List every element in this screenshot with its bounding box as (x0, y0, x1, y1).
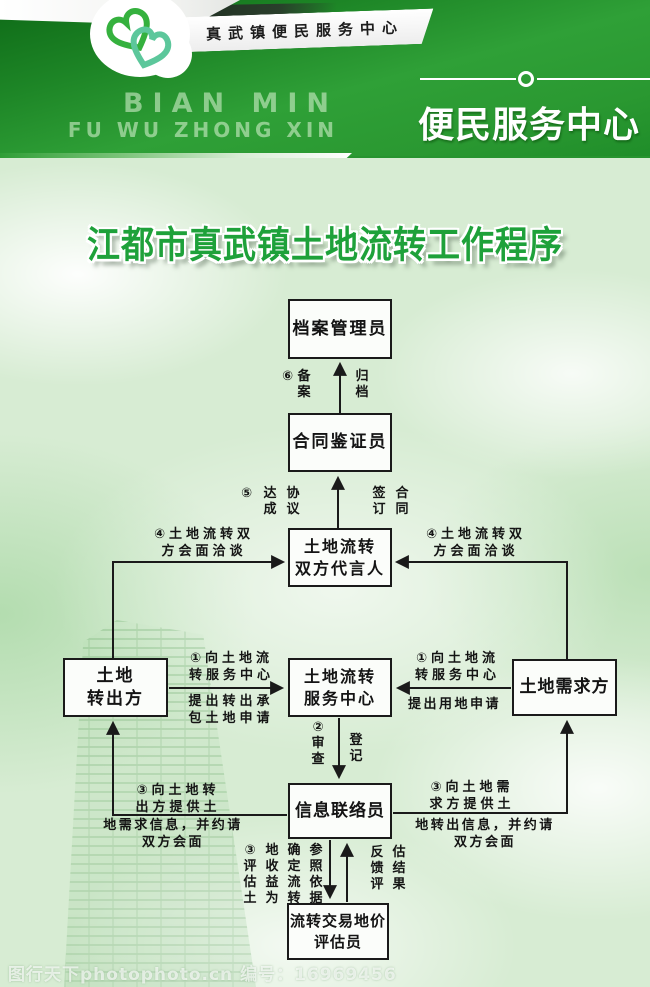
label-step1-left-top: ①向土地流 转服务中心 (184, 651, 279, 685)
step4-right-line1: ④土地流转双 (425, 527, 526, 542)
box-service-center-line2: 服务中心 (303, 688, 376, 708)
label-step2-review-register: ②审查 登记 (310, 720, 364, 768)
decorative-line-right (537, 78, 650, 80)
center-name: 便民服务中心 (418, 105, 641, 146)
step3-right-bottom2: 双方会面 (453, 834, 516, 850)
step5-contract-text: 合同 (395, 486, 409, 517)
box-spokesman-line2: 双方代言人 (294, 558, 385, 578)
step3-left-top2: 出方提供土 (135, 799, 221, 815)
box-transfer-out-party: 土地 转出方 (63, 658, 168, 717)
box-contract-notary: 合同鉴证员 (288, 413, 392, 472)
step3-right-top1: ③向土地需 (430, 780, 514, 795)
ring-decoration-icon (518, 71, 534, 87)
step5-agreement-text: 协议 (286, 486, 300, 517)
label-step1-right-top: ①向土地流 转服务中心 (410, 651, 505, 685)
pinyin-block: BIAN MIN FU WU ZHONG XIN (42, 90, 338, 140)
box-transfer-out-line2: 转出方 (87, 688, 144, 709)
box-service-center: 土地流转 服务中心 (288, 658, 392, 717)
step1-right-top1: ①向土地流 (415, 651, 499, 666)
step4-left-line2: 方会面洽谈 (161, 543, 247, 559)
label-step3-right-bottom: 地转出信息，并约请 双方会面 (404, 818, 566, 852)
step1-right-bottom1: 提出用地申请 (407, 697, 501, 712)
label-step3-left-top: ③向土地转 出方提供土 (122, 783, 234, 817)
box-spokesman-line1: 土地流转 (303, 536, 376, 556)
box-liaison-label: 信息联络员 (295, 800, 385, 821)
eval-col3: 确定流转 (287, 843, 301, 906)
box-archive-label: 档案管理员 (292, 318, 388, 339)
step1-left-top1: ①向土地流 (189, 651, 273, 666)
label-step1-right-bottom: 提出用地申请 (402, 697, 507, 714)
label-step5-agreement: ⑤ 达成 协议 (241, 486, 301, 518)
step6-archive-text: 归档 (355, 369, 369, 400)
label-step3-left-bottom: 地需求信息，并约请 双方会面 (92, 818, 254, 852)
step6-number: ⑥ (282, 369, 294, 384)
step3-left-bottom1: 地需求信息，并约请 (103, 818, 243, 833)
box-appraiser: 流转交易地价 评估员 (287, 903, 389, 960)
step1-left-bottom1: 提出转出承 (188, 694, 274, 709)
banner-title: 真武镇便民服务中心 (205, 18, 405, 44)
double-heart-logo-icon (88, 0, 196, 86)
label-step6-record: ⑥ 备案 (282, 369, 312, 401)
eval-col1: ③评估土 (243, 843, 257, 906)
step5-sign-text: 签订 (372, 486, 386, 517)
page-title: 江都市真武镇土地流转工作程序 (87, 222, 563, 267)
decorative-line-left (420, 78, 516, 80)
label-step4-right: ④土地流转双 方会面洽谈 (412, 527, 540, 561)
step5-reach-text: 达成 (263, 486, 277, 517)
step3-left-top1: ③向土地转 (136, 783, 220, 798)
step1-left-bottom2: 包土地申请 (188, 710, 274, 726)
label-step5-sign-contract: 签订 合同 (371, 486, 410, 518)
box-appraiser-line1: 流转交易地价 (289, 912, 386, 931)
eval-col2: 地收益为 (265, 843, 279, 906)
step6-record-text: 备案 (297, 369, 311, 400)
step3-right-top2: 求方提供土 (429, 796, 515, 812)
watermark: 图行天下photophoto.cn 编号：16969456 (8, 965, 397, 985)
step5-number: ⑤ (241, 486, 253, 501)
label-step1-left-bottom: 提出转出承 包土地申请 (181, 694, 281, 728)
step3-right-bottom1: 地转出信息，并约请 (415, 818, 555, 833)
box-notary-label: 合同鉴证员 (292, 432, 388, 453)
box-demand-party: 土地需求方 (512, 659, 617, 716)
step3-left-bottom2: 双方会面 (141, 834, 204, 850)
eval-col4: 参照依据 (309, 843, 323, 906)
label-step6-archive: 归档 (354, 369, 370, 401)
label-feedback-result: 反馈评 估结果 (369, 845, 407, 893)
label-step3-right-top: ③向土地需 求方提供土 (416, 780, 528, 814)
step2-review-text: ②审查 (311, 720, 325, 767)
label-step3-evaluate: ③评估土 地收益为 确定流转 参照依据 (242, 843, 324, 906)
label-step4-left: ④土地流转双 方会面洽谈 (146, 527, 262, 561)
step1-left-top2: 转服务中心 (188, 667, 274, 683)
box-archive-manager: 档案管理员 (288, 299, 392, 359)
box-spokesman: 土地流转 双方代言人 (288, 528, 392, 587)
step2-register-text: 登记 (349, 733, 363, 764)
pinyin-line1: BIAN MIN (122, 88, 338, 119)
step4-right-line2: 方会面洽谈 (433, 543, 519, 559)
box-service-center-line1: 土地流转 (303, 666, 376, 686)
step1-right-top2: 转服务中心 (414, 667, 500, 683)
pinyin-line2: FU WU ZHONG XIN (67, 118, 338, 142)
feedback-col1: 反馈评 (370, 845, 384, 892)
box-transfer-out-line1: 土地 (96, 665, 135, 686)
box-appraiser-line2: 评估员 (313, 932, 362, 951)
box-demand-label: 土地需求方 (519, 677, 610, 698)
box-liaison: 信息联络员 (288, 783, 392, 839)
step4-left-line1: ④土地流转双 (153, 527, 254, 542)
feedback-col2: 估结果 (392, 845, 406, 892)
